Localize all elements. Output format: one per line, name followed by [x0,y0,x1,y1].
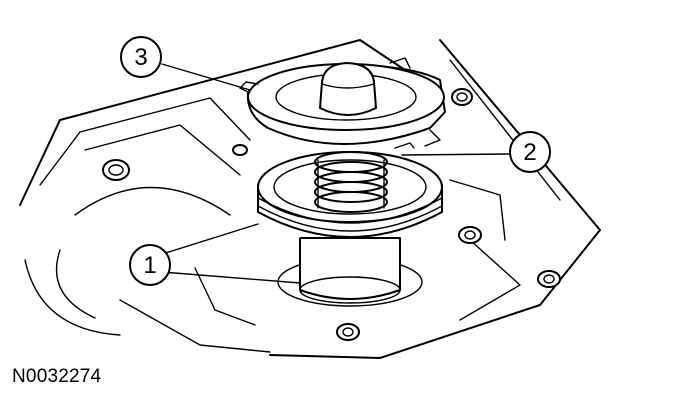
figure-id: N0032274 [12,366,102,387]
thermostat-body [257,151,443,307]
bolt-hole [458,226,482,244]
bolt-hole [537,270,561,288]
leader-lines [155,63,511,284]
housing-plate [19,39,601,359]
callout-2-number: 2 [523,139,536,166]
callout-3: 3 [120,36,162,78]
thermostat-spring [314,142,415,213]
callout-1-number: 1 [143,252,156,279]
leader-line-2 [401,153,511,156]
bolt-hole [451,88,473,106]
callout-2: 2 [509,131,551,173]
leader-line-1a [155,223,259,257]
leader-line-3 [161,63,251,91]
bolt-holes [102,88,561,341]
callout-3-number: 3 [134,44,147,71]
bolt-hole [232,144,248,156]
callout-1: 1 [129,244,171,286]
bolt-hole [102,159,130,181]
leader-line-1b [161,271,301,284]
bolt-hole [336,323,360,341]
thermostat-retainer [239,57,446,147]
